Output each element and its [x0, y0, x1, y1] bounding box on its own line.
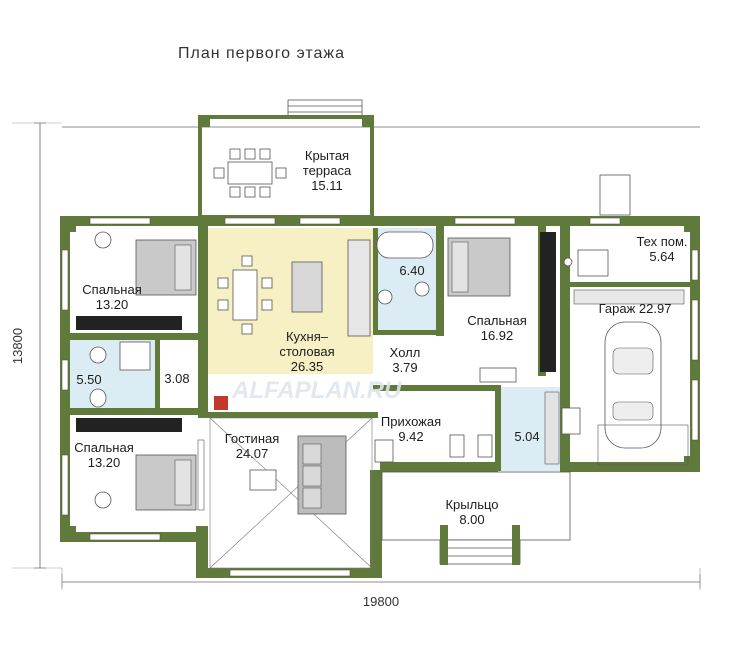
room-area-bath-center: 6.40: [399, 263, 424, 278]
room-area-tech-room: 5.64: [649, 249, 674, 264]
room-area-bedroom-bottom-left: 13.20: [88, 455, 121, 470]
living-sofa: [249, 435, 347, 515]
room-area-terrace: 15.11: [311, 178, 343, 193]
room-name-terrace: Крытая: [305, 148, 349, 163]
bath-center-fixtures: [376, 231, 434, 305]
room-area-bedroom-top-left: 13.20: [96, 297, 129, 312]
room-area-hall: 3.79: [392, 360, 417, 375]
room-name-entrance: Прихожая: [381, 414, 441, 429]
room-name-tech-room: Тех пом.: [636, 234, 687, 249]
room-name-bedroom-bottom-left: Спальная: [74, 440, 133, 455]
garage-car: [573, 289, 689, 466]
terrace-dining-set: [213, 148, 287, 198]
dimension-width: 19800: [363, 594, 399, 609]
garage-side-step: [599, 174, 631, 216]
room-name-living: Гостиная: [225, 431, 280, 446]
bath-left-fixtures: [89, 341, 151, 408]
room-labels: Крытаятерраса15.11Спальная13.20Кухня–сто…: [74, 148, 687, 527]
room-area-wardrobe: 5.04: [514, 429, 539, 444]
room-name-bedroom-center: Спальная: [467, 313, 526, 328]
room-area-living: 24.07: [236, 446, 269, 461]
bedroom-top-left-furniture: [76, 231, 197, 330]
room-area-porch: 8.00: [459, 512, 484, 527]
dimension-height: 13800: [10, 328, 25, 364]
chimney-marker: [214, 396, 228, 410]
bedroom-bottom-left-furniture: [76, 418, 197, 511]
room-label-garage: Гараж 22.97: [599, 301, 672, 316]
room-area-bedroom-center: 16.92: [481, 328, 514, 343]
kitchen-dining-set: [217, 239, 371, 337]
room-name-terrace: терраса: [303, 163, 352, 178]
bedroom-center-furniture: [447, 232, 556, 383]
room-name-porch: Крыльцо: [445, 497, 498, 512]
room-area-entrance: 9.42: [398, 429, 423, 444]
room-area-bath-left: 5.50: [76, 372, 101, 387]
porch: [381, 471, 571, 565]
plan-title: План первого этажа: [178, 45, 345, 62]
dimension-lines: [12, 122, 701, 590]
room-area-kitchen: 26.35: [291, 359, 324, 374]
windows: [61, 217, 699, 577]
entrance-fixtures: [374, 391, 581, 465]
room-name-kitchen: Кухня–: [286, 329, 329, 344]
watermark: ALFAPLAN.RU: [231, 377, 402, 404]
tech-room-fixtures: [563, 249, 609, 277]
room-name-hall: Холл: [390, 345, 421, 360]
room-name-kitchen: столовая: [279, 344, 334, 359]
room-area-corridor-left: 3.08: [164, 371, 189, 386]
room-name-bedroom-top-left: Спальная: [82, 282, 141, 297]
